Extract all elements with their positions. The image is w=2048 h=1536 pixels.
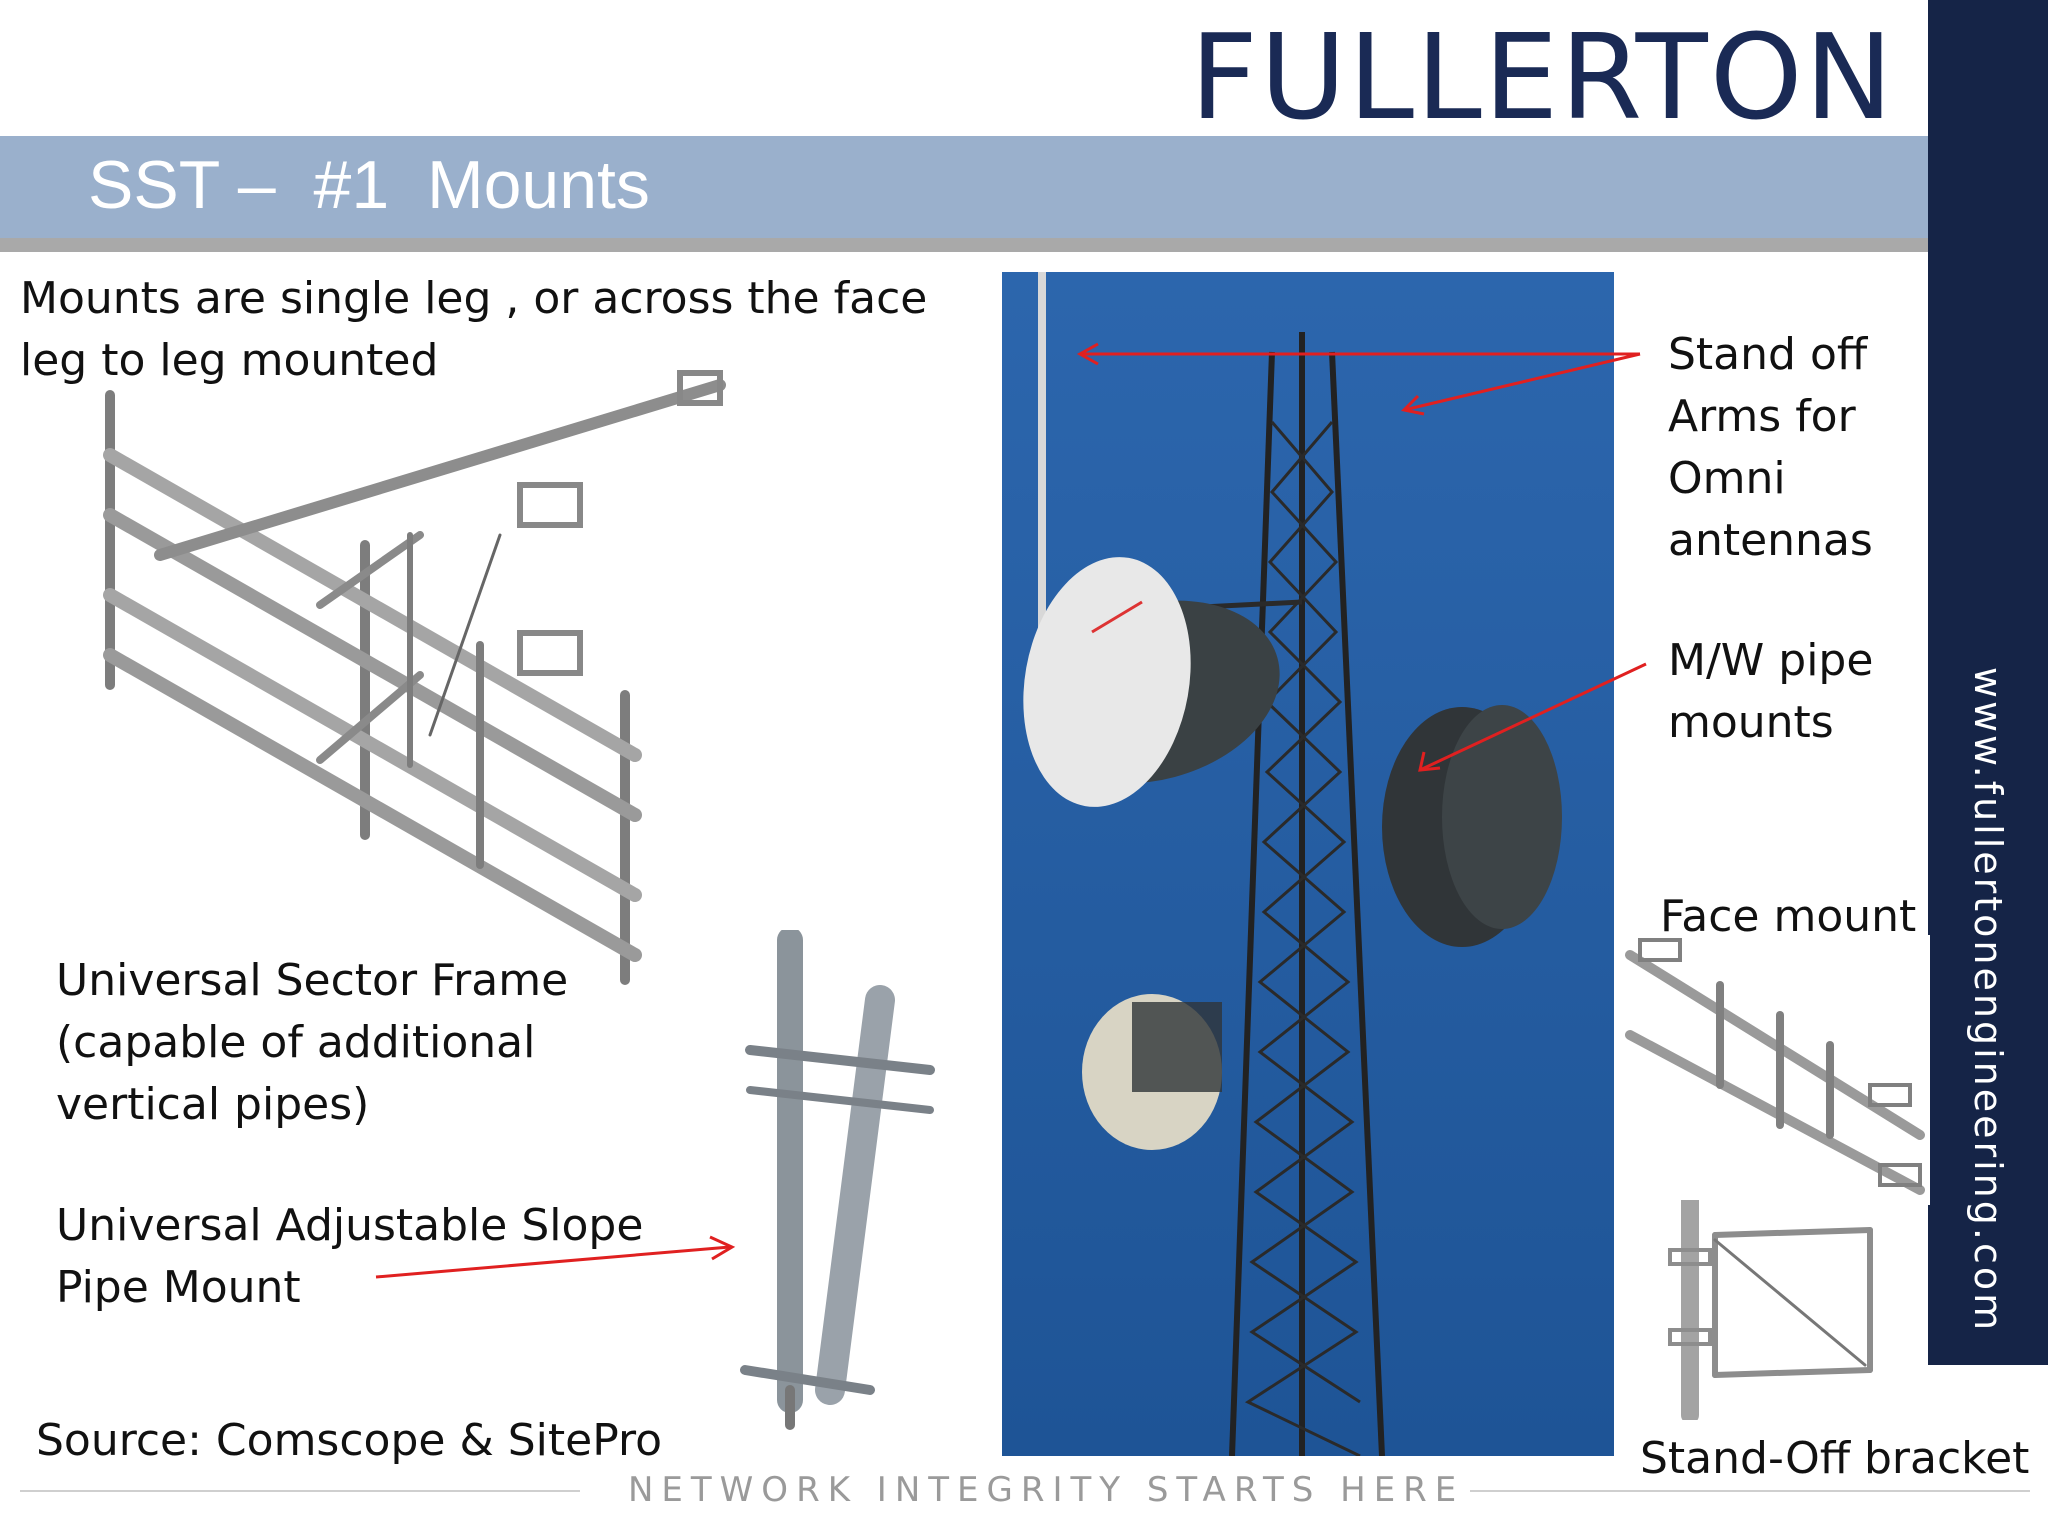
intro-text: Mounts are single leg , or across the fa… [20,273,928,386]
universal-adjustable-slope-label: Universal Adjustable Slope Pipe Mount [56,1200,644,1313]
mw-pipe-mounts-label: M/W pipe mounts [1668,635,1874,748]
slope-pipe-mount-illustration [740,930,935,1430]
footer-rule-left [20,1490,580,1492]
title-bar [0,136,1928,238]
slide-title: SST – #1 Mounts [88,147,650,223]
footer-tagline: NETWORK INTEGRITY STARTS HERE [628,1470,1465,1510]
footer-rule-right [1470,1490,2030,1492]
company-logo: FULLERTON [1190,8,1895,146]
face-mount-label: Face mount [1660,891,1917,942]
mw-pipe-arrow [1418,662,1647,772]
face-mount-illustration [1620,935,1930,1205]
sector-frame-illustration [103,370,726,985]
source-note: Source: Comscope & SitePro [36,1415,663,1466]
tower-photo-drawing [1002,272,1614,1456]
stand-off-bracket-illustration [1668,1200,1873,1420]
slope-mount-arrow [375,1235,736,1279]
stand-off-bracket-label: Stand-Off bracket [1640,1433,2030,1484]
stand-off-arrows [1076,342,1641,416]
universal-sector-frame-label: Universal Sector Frame (capable of addit… [56,955,569,1130]
stand-off-arms-label: Stand off Arms for Omni antennas [1668,329,1873,566]
website-url: www.fullertonengineering.com [1966,666,2010,1334]
title-bar-shadow [0,238,1928,252]
tower-photo [1002,272,1614,1456]
side-panel [1928,0,2048,1365]
